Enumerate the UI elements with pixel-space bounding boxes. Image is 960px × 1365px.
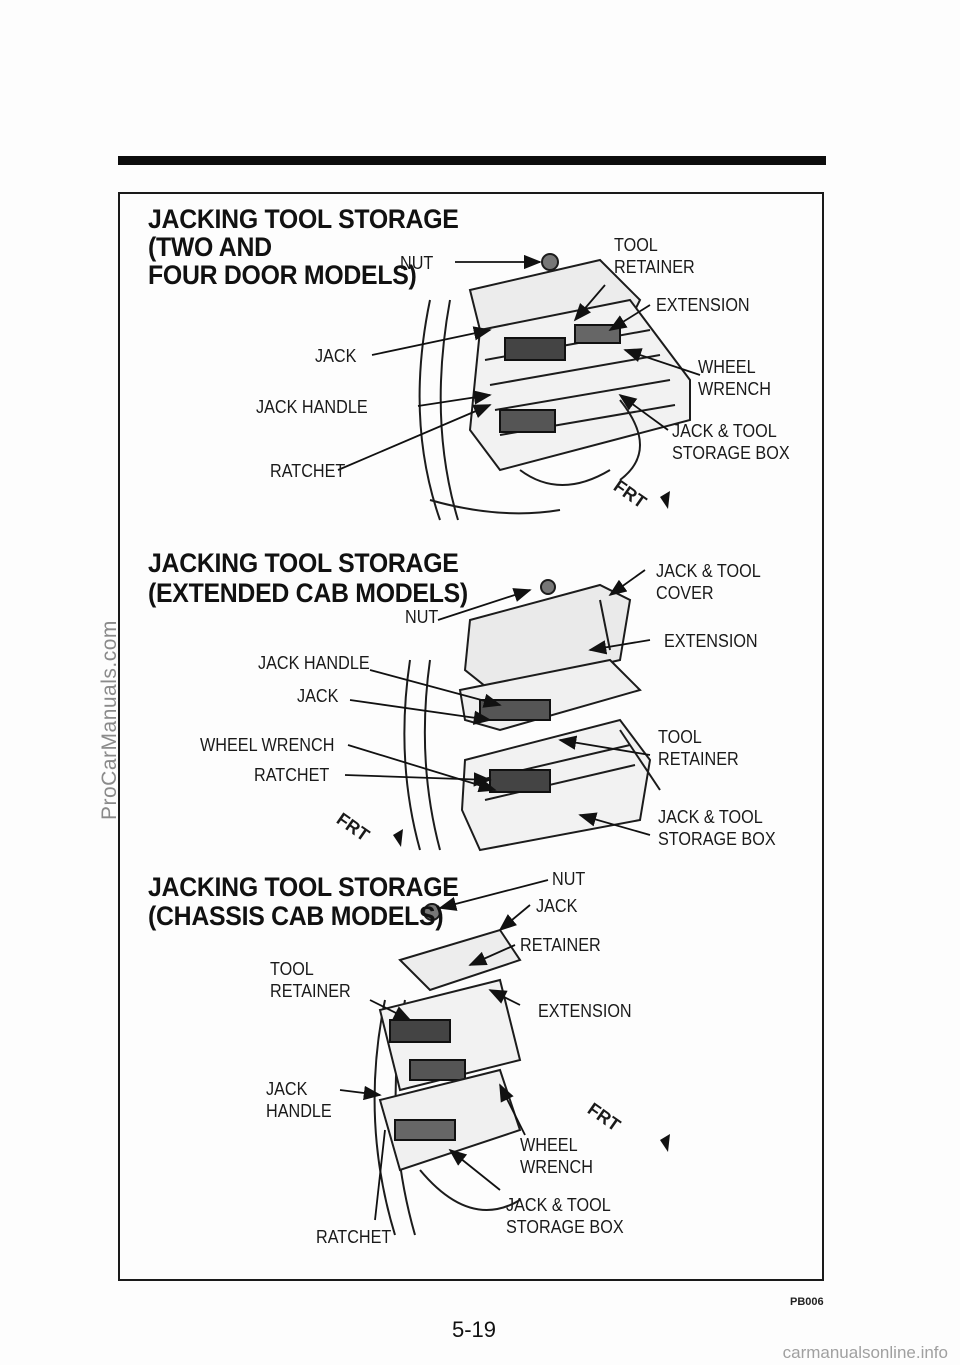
panel1-label-jack-handle: JACK HANDLE xyxy=(256,397,368,417)
panel1-heading-line1: JACKING TOOL STORAGE xyxy=(148,204,459,234)
panel1-label-storage-box: JACK & TOOL STORAGE BOX xyxy=(672,421,790,463)
panel2-label-extension: EXTENSION xyxy=(664,631,758,651)
panel2-label-nut: NUT xyxy=(405,607,439,627)
figure-code: PB006 xyxy=(790,1296,824,1308)
panel1-label-ratchet: RATCHET xyxy=(270,461,346,481)
panel3-label-jack: JACK xyxy=(536,896,578,916)
panel3-label-tool-retainer: TOOL RETAINER xyxy=(270,959,351,1001)
panel3-heading-line2: (CHASSIS CAB MODELS) xyxy=(148,901,444,931)
panel3-label-wheel-wrench: WHEEL WRENCH xyxy=(520,1135,593,1177)
panel1-label-tool-retainer: TOOL RETAINER xyxy=(614,235,695,277)
panel2-label-wheel-wrench: WHEEL WRENCH xyxy=(200,735,335,755)
panel1-label-nut: NUT xyxy=(400,253,434,273)
watermark-side: ProCarManuals.com xyxy=(98,620,121,820)
panel2-label-ratchet: RATCHET xyxy=(254,765,330,785)
panel1-heading-line2: (TWO AND xyxy=(148,232,272,262)
watermark-bottom: carmanualsonline.info xyxy=(782,1343,948,1362)
panel3-heading-line1: JACKING TOOL STORAGE xyxy=(148,872,459,902)
panel2-label-tool-retainer: TOOL RETAINER xyxy=(658,727,739,769)
panel2-label-cover: JACK & TOOL COVER xyxy=(656,561,761,603)
panel2-heading-line2: (EXTENDED CAB MODELS) xyxy=(148,578,468,608)
page-number: 5-19 xyxy=(452,1317,497,1342)
panel3-label-extension: EXTENSION xyxy=(538,1001,632,1021)
panel2-heading-line1: JACKING TOOL STORAGE xyxy=(148,548,459,578)
panel2-label-jack: JACK xyxy=(297,686,339,706)
figure-frame xyxy=(118,192,824,1281)
panel3-label-jack-handle: JACK HANDLE xyxy=(266,1079,332,1121)
panel1-label-jack: JACK xyxy=(315,346,357,366)
panel1-heading-line3: FOUR DOOR MODELS) xyxy=(148,260,417,290)
panel2-label-jack-handle: JACK HANDLE xyxy=(258,653,370,673)
panel3-label-ratchet: RATCHET xyxy=(316,1227,392,1247)
panel3-label-storage-box: JACK & TOOL STORAGE BOX xyxy=(506,1195,624,1237)
panel3-label-nut: NUT xyxy=(552,869,586,889)
panel1-label-wheel-wrench: WHEEL WRENCH xyxy=(698,357,771,399)
header-rule xyxy=(118,156,826,165)
panel1-label-extension: EXTENSION xyxy=(656,295,750,315)
panel3-label-retainer: RETAINER xyxy=(520,935,601,955)
panel2-label-storage-box: JACK & TOOL STORAGE BOX xyxy=(658,807,776,849)
